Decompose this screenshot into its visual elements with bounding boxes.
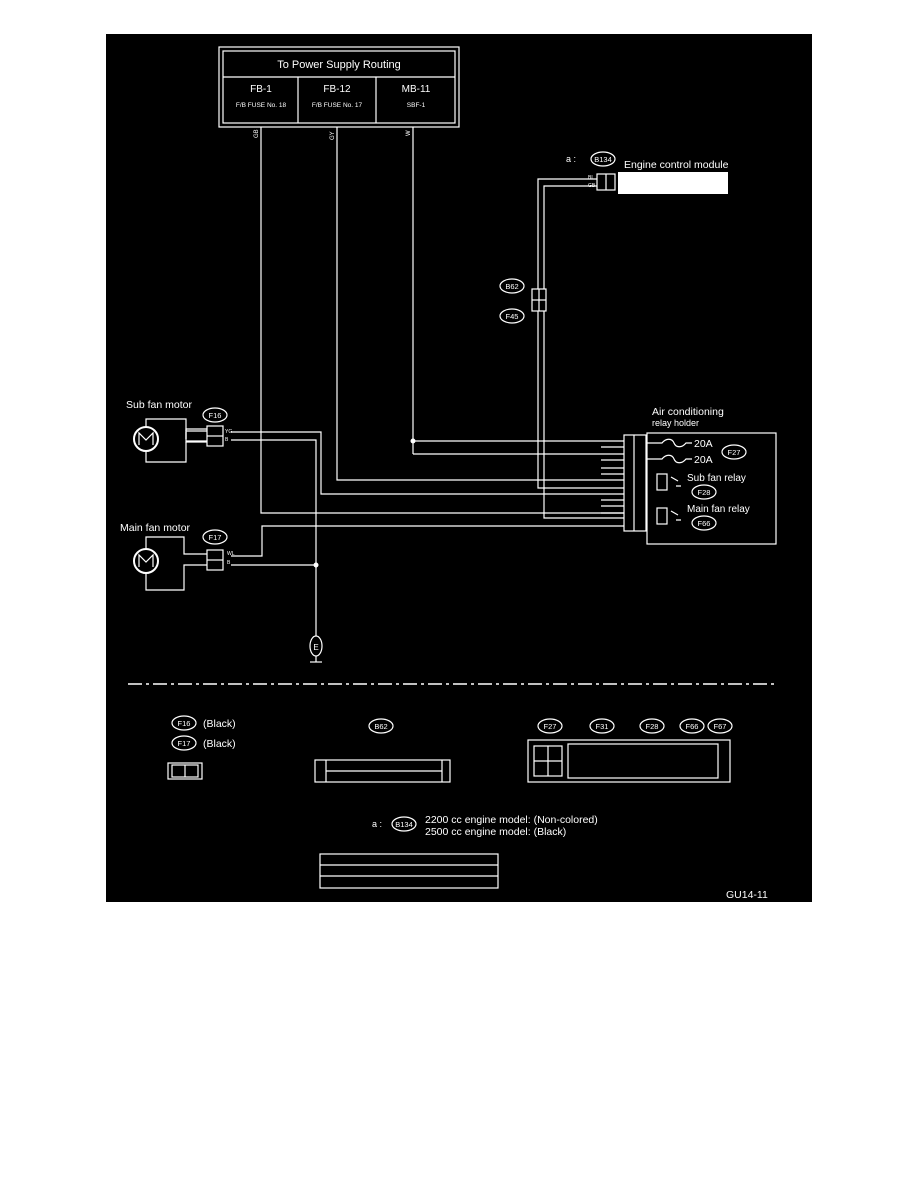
wires bbox=[185, 127, 634, 636]
legend-f66: F66 bbox=[686, 722, 699, 731]
main-fan-relay-label: Main fan relay bbox=[687, 504, 750, 515]
f45-label: F45 bbox=[506, 312, 519, 321]
power-box-title: To Power Supply Routing bbox=[277, 59, 401, 71]
ecm-box bbox=[618, 172, 728, 194]
main-fan-motor-label: Main fan motor bbox=[120, 522, 191, 534]
legend-f16-color: (Black) bbox=[203, 718, 236, 730]
legend-f17-color: (Black) bbox=[203, 738, 236, 750]
legend-f16-f17: F16 (Black) F17 (Black) bbox=[167, 715, 236, 780]
ecm-wire-top: BL bbox=[588, 175, 594, 181]
legend-f28: F28 bbox=[646, 722, 659, 731]
power-supply-box: To Power Supply Routing FB-1 F/B FUSE No… bbox=[218, 46, 460, 128]
sub-wire-bottom: B bbox=[225, 437, 229, 443]
sub-fan-motor: Sub fan motor F16 YG B bbox=[126, 399, 232, 463]
main-wire-top: WL bbox=[227, 551, 235, 557]
ecm-connector-label: B134 bbox=[594, 155, 612, 164]
b134-connector-graphic bbox=[319, 853, 499, 889]
legend-b62: B62 bbox=[314, 718, 451, 783]
relay-holder: Air conditioning relay holder 20A 20A F2… bbox=[601, 406, 777, 545]
f66-label: F66 bbox=[698, 519, 711, 528]
fuse1-label: 20A bbox=[694, 438, 713, 450]
note-line2: 2500 cc engine model: (Black) bbox=[425, 826, 566, 838]
legend-f31: F31 bbox=[596, 722, 609, 731]
fb1-code: FB-1 bbox=[250, 84, 272, 95]
legend-f17: F17 bbox=[178, 739, 191, 748]
fb12-code: FB-12 bbox=[323, 84, 351, 95]
sub-fan-relay-label: Sub fan relay bbox=[687, 473, 746, 484]
engine-model-note: a : B134 2200 cc engine model: (Non-colo… bbox=[372, 814, 598, 838]
b62-label: B62 bbox=[505, 282, 518, 291]
fb1-sub: F/B FUSE No. 18 bbox=[236, 102, 287, 109]
figure-id: GU14-11 bbox=[726, 889, 768, 901]
ecm-wire-bottom: GB bbox=[588, 183, 596, 189]
main-fan-motor: Main fan motor F17 WL B bbox=[120, 522, 235, 591]
ground-symbol: E bbox=[309, 635, 323, 663]
ground-label: E bbox=[313, 643, 318, 652]
b62-f45-connector: B62 F45 bbox=[499, 278, 547, 324]
f27-label: F27 bbox=[728, 448, 741, 457]
main-wire-bottom: B bbox=[227, 560, 231, 566]
sub-fan-motor-label: Sub fan motor bbox=[126, 399, 192, 411]
legend-f27: F27 bbox=[544, 722, 557, 731]
legend-f16: F16 bbox=[178, 719, 191, 728]
f28-label: F28 bbox=[698, 488, 711, 497]
legend-relay-connectors: F27 F31 F28 F66 F67 bbox=[527, 718, 733, 783]
relay-holder-title: Air conditioning bbox=[652, 406, 724, 418]
f16-label: F16 bbox=[209, 411, 222, 420]
wire-code-mb11: W bbox=[406, 130, 412, 136]
legend-f67: F67 bbox=[714, 722, 727, 731]
fb12-sub: F/B FUSE No. 17 bbox=[312, 102, 363, 109]
ecm-label: Engine control module bbox=[624, 159, 729, 171]
wire-code-fb12: GY bbox=[330, 131, 336, 140]
wire-code-fb1: GB bbox=[254, 129, 260, 138]
wiring-diagram-svg: To Power Supply Routing FB-1 F/B FUSE No… bbox=[120, 46, 777, 901]
wiring-diagram: To Power Supply Routing FB-1 F/B FUSE No… bbox=[106, 34, 812, 902]
fuse2-label: 20A bbox=[694, 454, 713, 466]
note-line1: 2200 cc engine model: (Non-colored) bbox=[425, 814, 598, 826]
f17-label: F17 bbox=[209, 533, 222, 542]
engine-control-module: a : B134 Engine control module BL GB bbox=[566, 151, 729, 194]
legend-b62-label: B62 bbox=[374, 722, 387, 731]
note-prefix: a : bbox=[372, 819, 382, 829]
relay-holder-subtitle: relay holder bbox=[652, 418, 699, 428]
mb11-code: MB-11 bbox=[402, 84, 431, 95]
note-connector: B134 bbox=[395, 820, 413, 829]
ecm-prefix: a : bbox=[566, 154, 576, 164]
mb11-sub: SBF-1 bbox=[407, 102, 426, 109]
sub-wire-top: YG bbox=[225, 429, 232, 435]
